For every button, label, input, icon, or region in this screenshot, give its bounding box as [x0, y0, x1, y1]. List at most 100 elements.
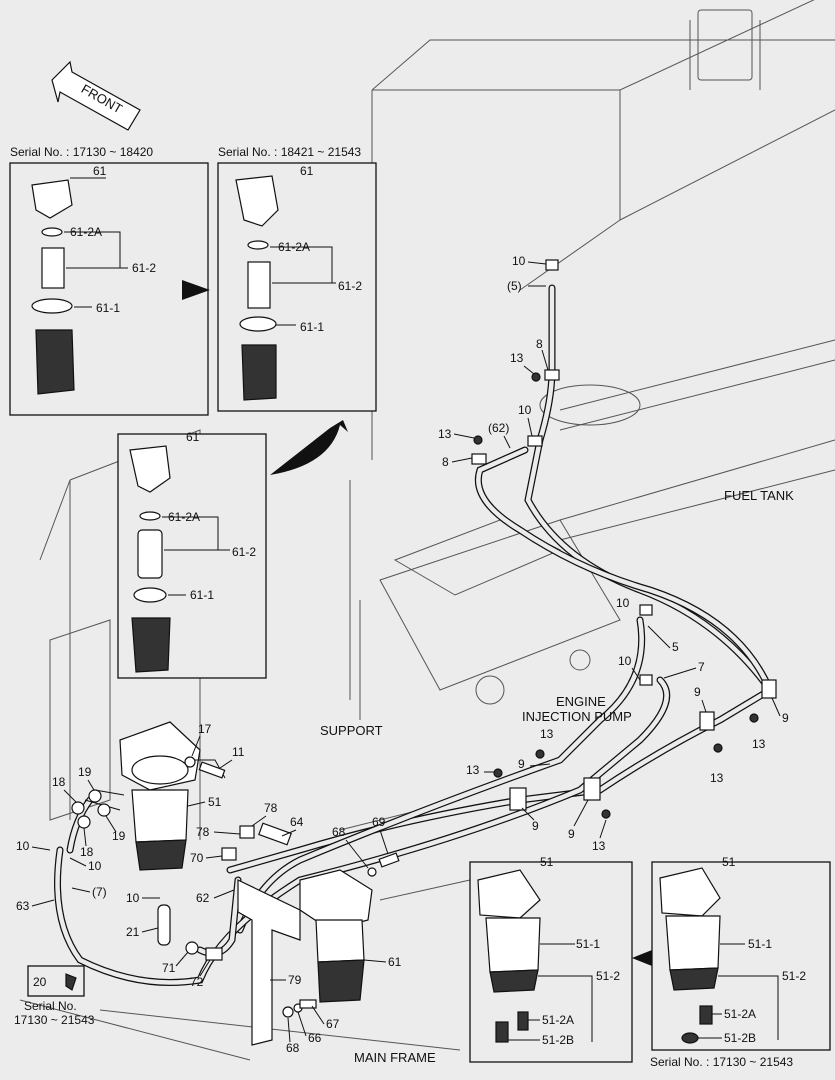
- inset-c-l3: 61-1: [190, 588, 214, 602]
- callout-68: 68: [332, 825, 346, 839]
- front-arrow: FRONT: [51, 60, 141, 131]
- inset-e-l1: 51-1: [748, 937, 772, 951]
- callout-13: 13: [438, 427, 452, 441]
- callout-10: 10: [88, 859, 102, 873]
- callout-9: 9: [532, 819, 539, 833]
- fitting-icon: [97, 803, 111, 817]
- callout-8: 8: [442, 455, 449, 469]
- callout-13: 13: [540, 727, 554, 741]
- bolt-icon: [749, 713, 759, 723]
- washer-icon: [184, 756, 196, 768]
- fuel-tank-label: FUEL TANK: [724, 488, 794, 503]
- callout-19: 19: [112, 829, 126, 843]
- callout-13: 13: [510, 351, 524, 365]
- callout-64: 64: [290, 815, 304, 829]
- callout-5: 5: [672, 640, 679, 654]
- inset-b-l1: 61-2A: [278, 240, 310, 254]
- callout-9: 9: [782, 711, 789, 725]
- inset-e-l3: 51-2A: [724, 1007, 756, 1021]
- bolt-icon: [601, 809, 611, 819]
- machine-frame-outline: [19, 0, 835, 1061]
- callout-68: 68: [286, 1041, 300, 1055]
- clamp-icon: [583, 777, 601, 801]
- inset-a-title: 61: [93, 164, 107, 178]
- callout-78: 78: [196, 825, 210, 839]
- callout-51: 51: [208, 795, 222, 809]
- callout-9: 9: [518, 757, 525, 771]
- inset-c-l1: 61-2A: [168, 510, 200, 524]
- bowl-icon: [131, 617, 171, 673]
- callout-5p: (5): [507, 279, 522, 293]
- callout-10: 10: [126, 891, 140, 905]
- bolt-11-icon: [198, 761, 226, 779]
- oring-icon-2: [239, 316, 277, 332]
- washer-icon: [282, 1006, 294, 1018]
- bolt-icon: [535, 749, 545, 759]
- inset-d-l3: 51-2A: [542, 1013, 574, 1027]
- inset-a-l1: 61-2A: [70, 225, 102, 239]
- bowl-icon: [35, 329, 75, 395]
- callout-17: 17: [198, 722, 212, 736]
- inset-d-l1: 51-1: [576, 937, 600, 951]
- callout-72: 72: [190, 975, 204, 989]
- filter-head-icon: [129, 445, 171, 493]
- filter-assembly-61: [185, 822, 400, 1046]
- part-20-box: 20 Serial No. 17130 ~ 21543: [14, 965, 95, 1027]
- inset-d-title: 51: [540, 855, 554, 869]
- oring-icon-2: [31, 298, 73, 314]
- callout-78: 78: [264, 801, 278, 815]
- clip-20-icon: [65, 973, 77, 991]
- callout-69: 69: [372, 815, 386, 829]
- inset-a-l3: 61-1: [96, 301, 120, 315]
- callout-9: 9: [694, 685, 701, 699]
- callout-7p: (7): [92, 885, 107, 899]
- inset-filter-61-late: 61 61-2A 61-2 61-1: [117, 430, 267, 679]
- callout-70: 70: [190, 851, 204, 865]
- callout-13: 13: [752, 737, 766, 751]
- clamp-icon: [544, 369, 560, 381]
- fitting-70: [221, 847, 237, 861]
- clamps: [471, 259, 777, 819]
- callout-66: 66: [308, 1031, 322, 1045]
- clamp-icon: [545, 259, 559, 271]
- inset-c-title: 61: [186, 430, 200, 444]
- inset-e-l2: 51-2: [782, 969, 806, 983]
- oring-icon-2: [133, 587, 167, 603]
- callout-9: 9: [568, 827, 575, 841]
- inset-e-l4: 51-2B: [724, 1031, 756, 1045]
- element-icon: [137, 529, 163, 579]
- clamp-icon: [639, 604, 653, 616]
- callout-19: 19: [78, 765, 92, 779]
- filter-head-icon: [235, 175, 279, 227]
- callout-10: 10: [616, 596, 630, 610]
- inset-filter-51-a: 51 51-1 51-2 51-2A 51-2B: [469, 855, 633, 1063]
- callout-79: 79: [288, 973, 302, 987]
- inset-d-l2: 51-2: [596, 969, 620, 983]
- fitting-icon: [77, 815, 91, 829]
- callout-18: 18: [80, 845, 94, 859]
- main-frame-label: MAIN FRAME: [354, 1050, 436, 1065]
- oring-icon: [247, 240, 269, 250]
- clamp-72: [205, 947, 223, 961]
- bolt-67-icon: [299, 999, 317, 1009]
- callout-62p: (62): [488, 421, 509, 435]
- inset-filter-61-mid: Serial No. : 18421 ~ 21543 61 61-2A 61-2…: [217, 145, 377, 412]
- bolt-69-icon: [378, 852, 400, 868]
- clamp-icon: [527, 435, 543, 447]
- engine-label-1: ENGINE: [556, 694, 606, 709]
- curved-arrow-icon: [270, 420, 348, 475]
- fitting-icon: [71, 801, 85, 815]
- bolt-icon: [531, 372, 541, 382]
- inset-b-title: 61: [300, 164, 314, 178]
- clamp-icon: [699, 711, 715, 731]
- filter-head-icon: [31, 179, 73, 219]
- washer-icon: [367, 867, 377, 877]
- callout-10: 10: [518, 403, 532, 417]
- hose-piece-21: [157, 904, 171, 946]
- filter-assembly-51: [71, 721, 226, 946]
- clip-71: [185, 941, 199, 955]
- inset-b-l2: 61-2: [338, 279, 362, 293]
- serial-top-mid: Serial No. : 18421 ~ 21543: [218, 145, 361, 159]
- callout-67: 67: [326, 1017, 340, 1031]
- bolt-icon: [473, 435, 483, 445]
